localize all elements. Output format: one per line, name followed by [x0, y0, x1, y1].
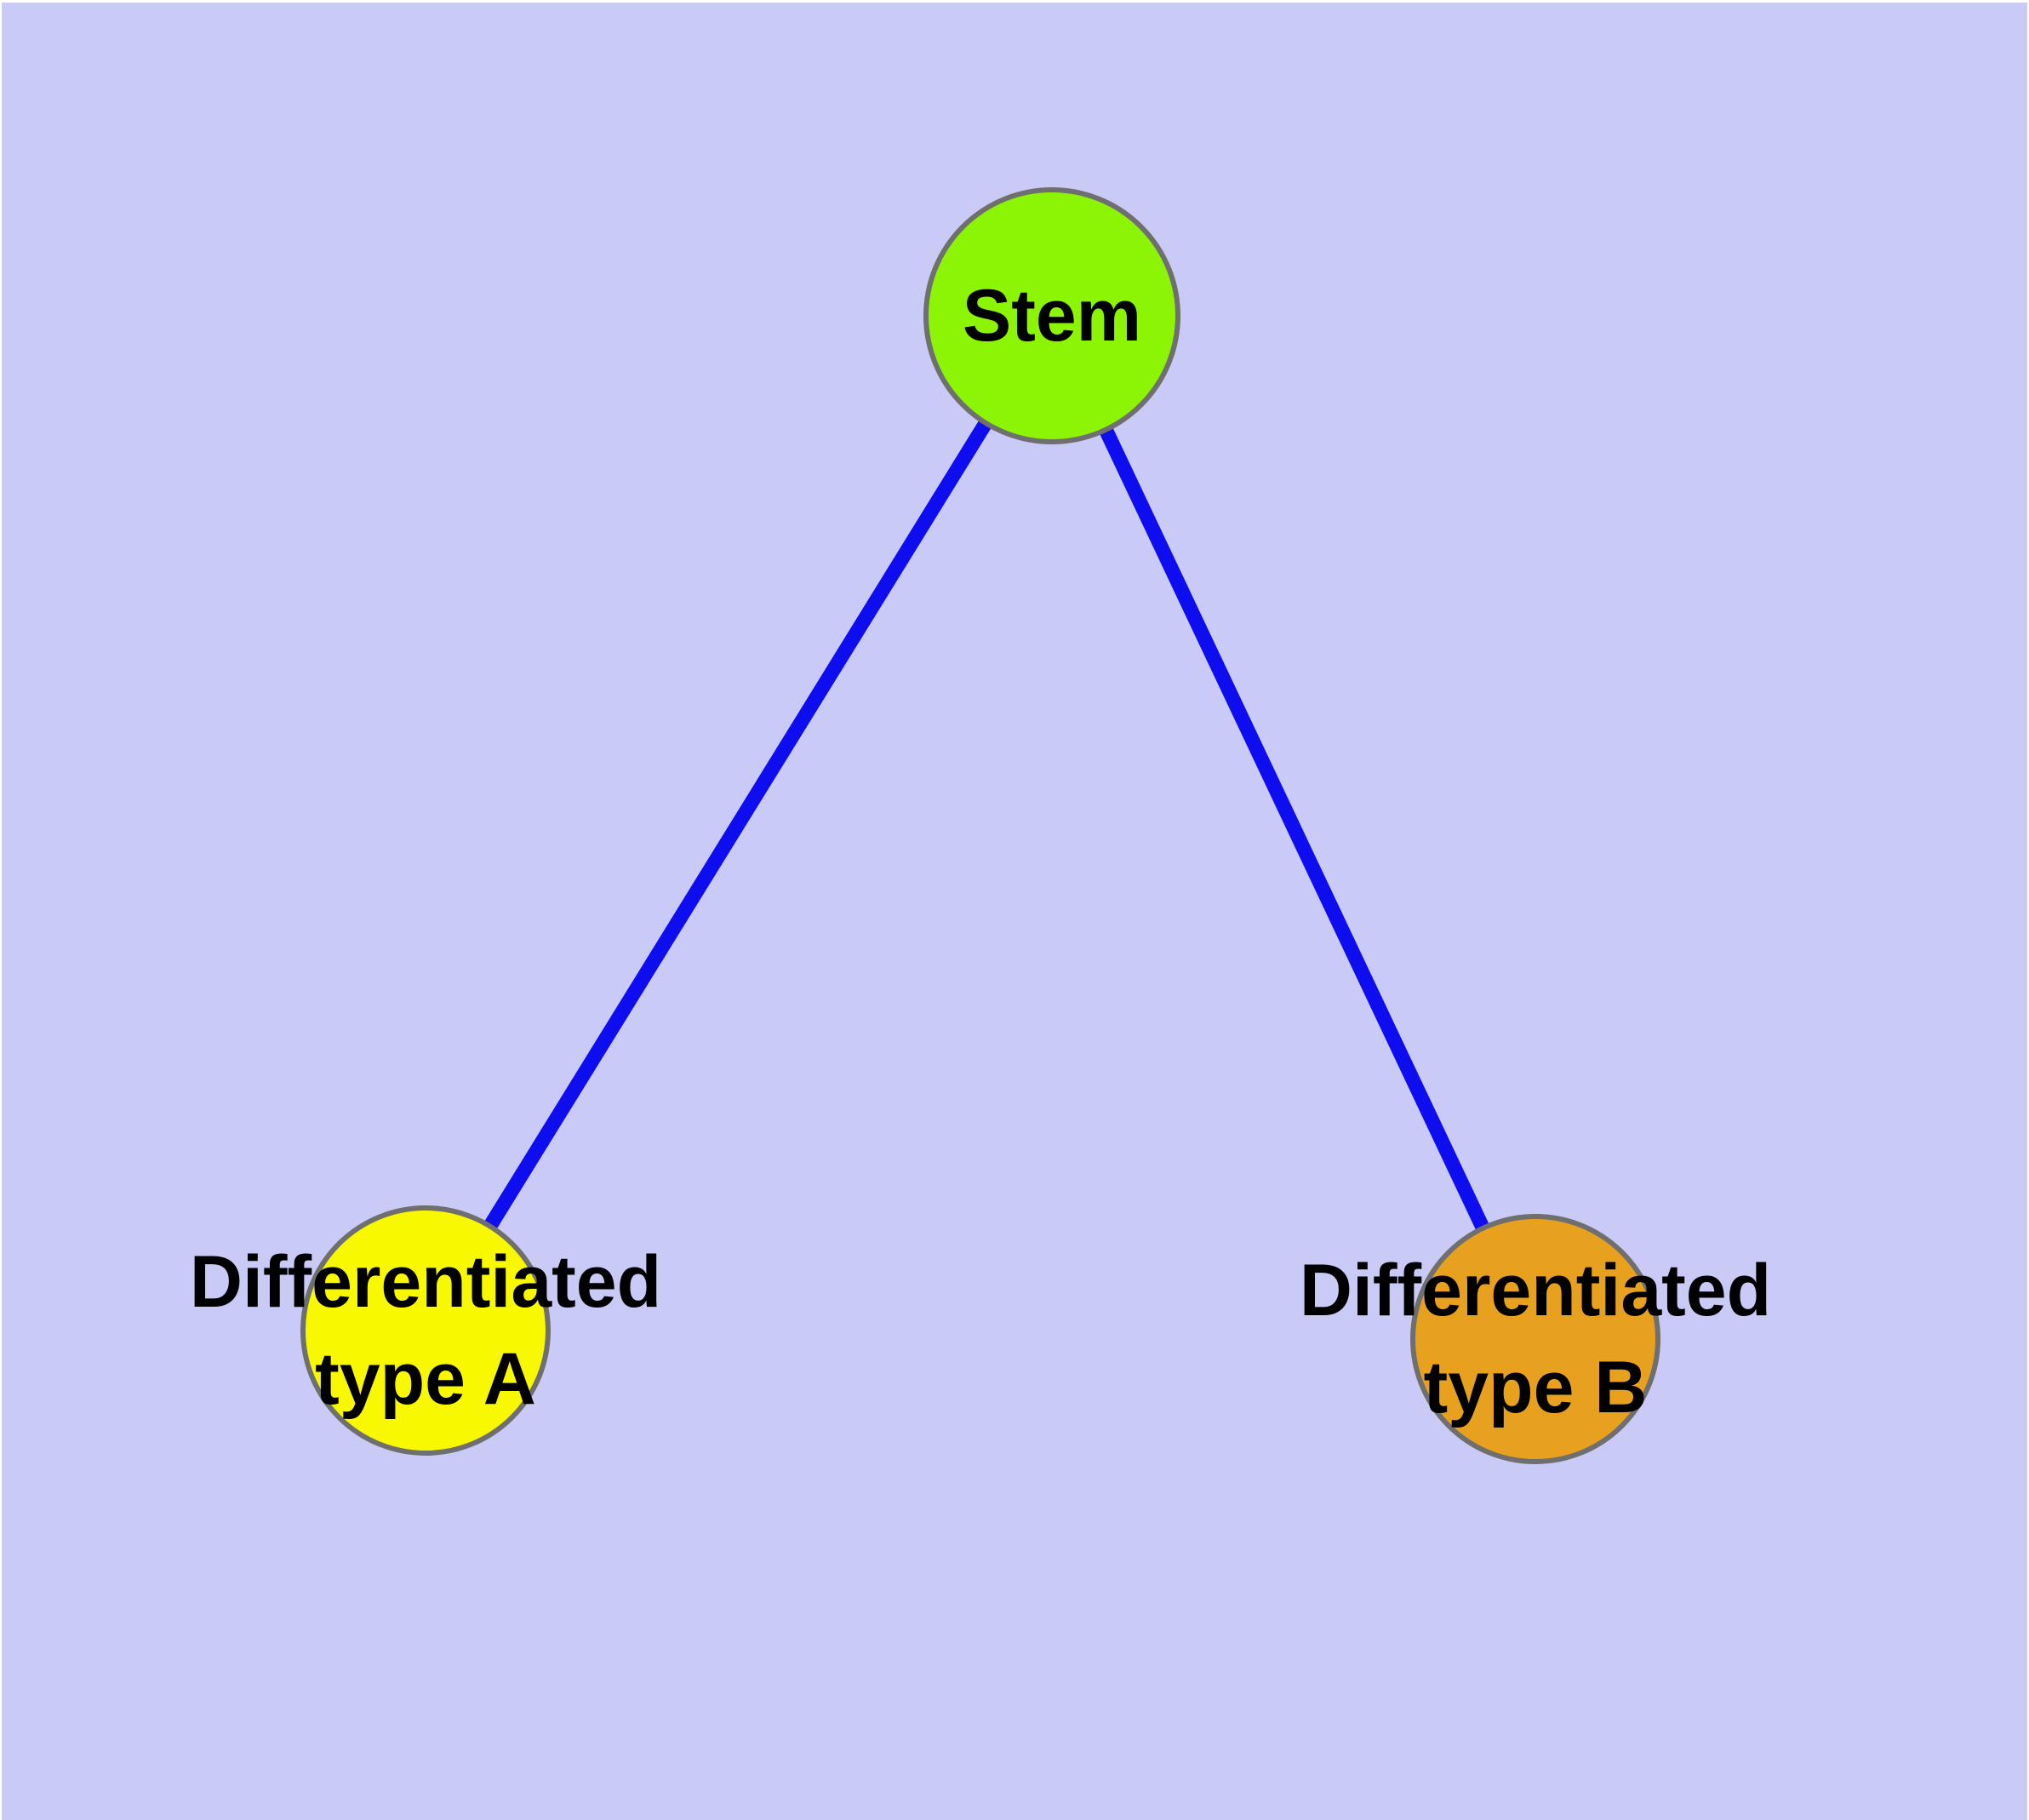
type-b-label-line-2: type B [1423, 1347, 1648, 1428]
stem-node [923, 187, 1180, 444]
differentiated-type-a-node [300, 1205, 551, 1456]
stem-label-line: Stem [962, 275, 1142, 357]
edge-stem-to-type-b [1045, 312, 1542, 1342]
edge-stem-to-type-a [419, 312, 1059, 1335]
stem-node-label: Stem [963, 267, 1141, 364]
differentiated-type-b-label: Differentiated type B [1300, 1242, 1771, 1436]
type-b-label-line-1: Differentiated [1299, 1250, 1772, 1331]
type-a-label-line-1: Differentiated [189, 1241, 662, 1323]
differentiated-type-a-label: Differentiated type A [190, 1233, 661, 1428]
differentiated-type-b-node [1410, 1214, 1660, 1464]
type-a-label-line-2: type A [315, 1338, 536, 1420]
